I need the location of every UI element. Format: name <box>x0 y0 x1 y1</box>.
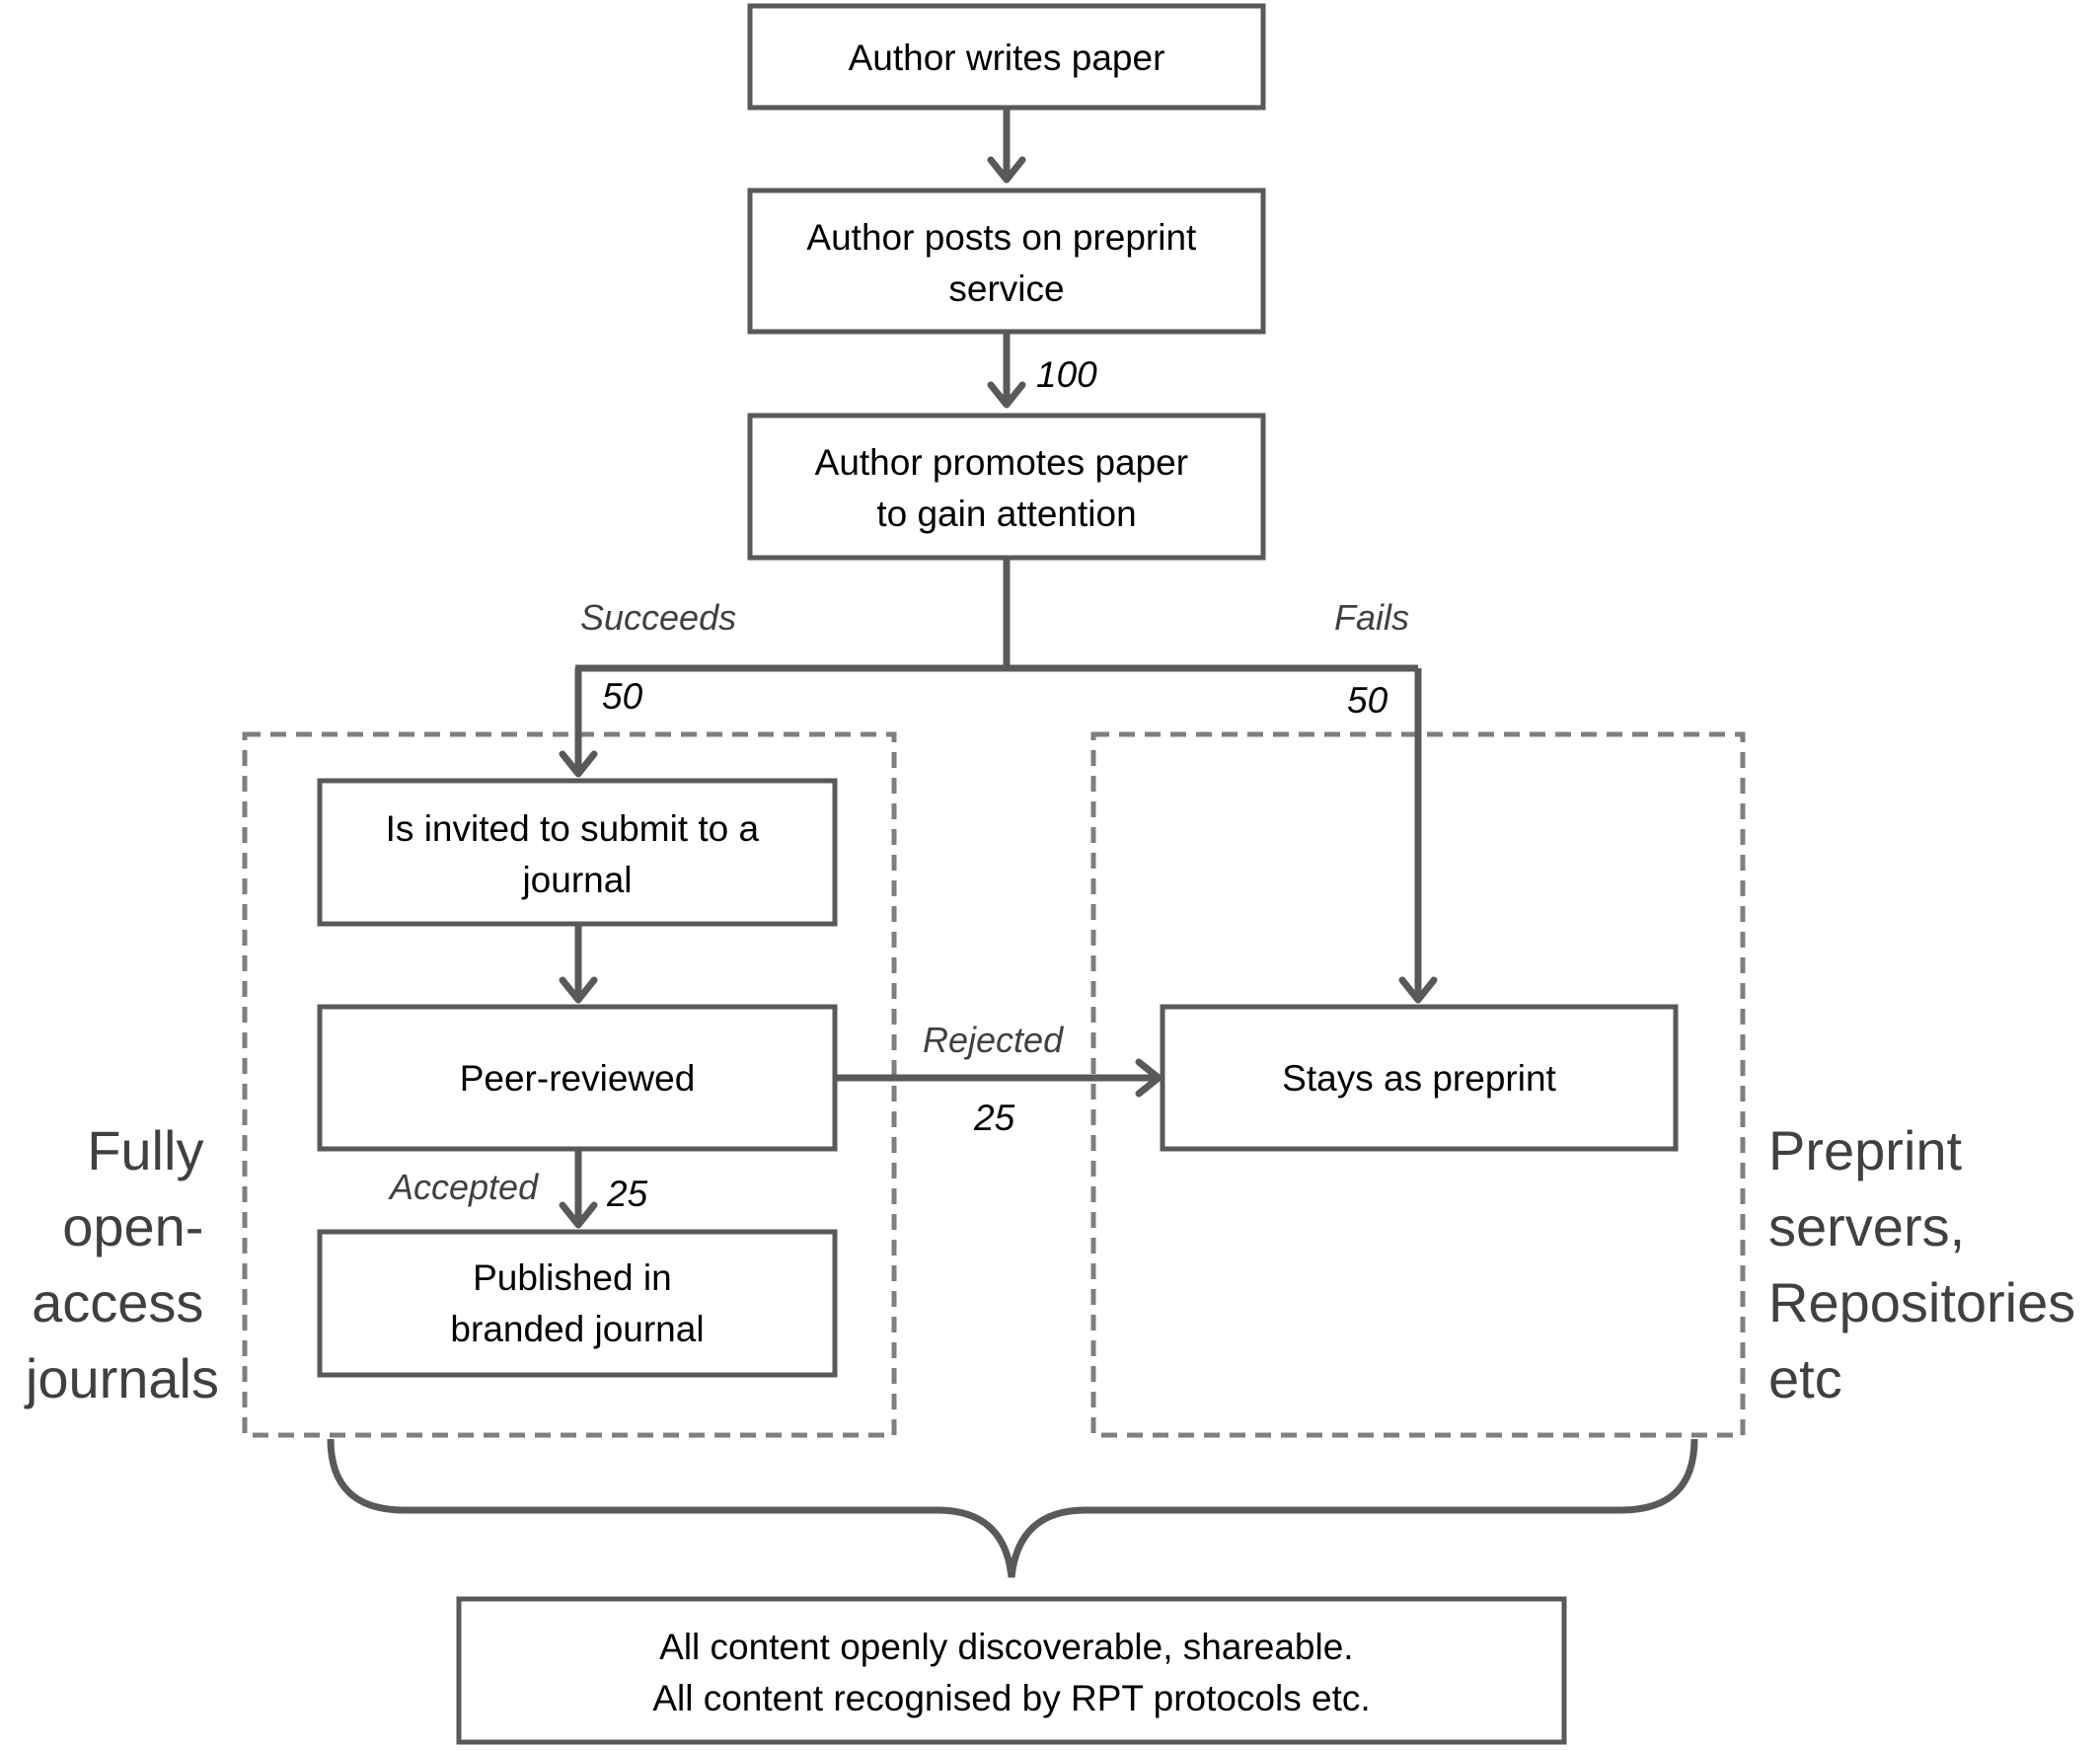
node-stays-box <box>1160 1004 1679 1152</box>
label-25-rejected: 25 <box>973 1098 1015 1138</box>
node-promotes-box <box>747 413 1266 561</box>
arrowhead-posts <box>987 156 1026 184</box>
label-succeeds: Succeeds <box>580 597 736 638</box>
node-posts-box <box>747 188 1266 335</box>
node-invited-box <box>317 778 838 927</box>
label-accepted: Accepted <box>388 1167 539 1207</box>
journals-group-box <box>242 731 897 1438</box>
label-50-left: 50 <box>602 676 643 717</box>
label-25-accepted: 25 <box>606 1174 648 1214</box>
arrowhead-invited <box>559 750 598 778</box>
node-published-box <box>317 1229 838 1378</box>
node-promotes-text: Author promotes paper to gain attention <box>815 442 1199 534</box>
node-invited-text: Is invited to submit to a journal <box>386 808 770 900</box>
node-posts-text: Author posts on preprint service <box>806 217 1206 309</box>
arrowhead-stays <box>1398 976 1438 1004</box>
journals-group-label: Fully open- access journals <box>24 1119 219 1409</box>
arrowhead-peer <box>559 976 598 1004</box>
label-rejected: Rejected <box>923 1020 1064 1060</box>
node-final-text: All content openly discoverable, shareab… <box>652 1627 1370 1718</box>
arrowhead-promotes <box>987 381 1026 409</box>
label-100: 100 <box>1036 354 1097 395</box>
arrowhead-published <box>559 1201 598 1229</box>
arrowhead-rejected <box>1135 1058 1162 1098</box>
label-50-right: 50 <box>1347 680 1388 721</box>
preprints-group-label: Preprint servers, Repositories etc <box>1768 1119 2091 1409</box>
node-stays-text: Stays as preprint <box>1282 1058 1556 1099</box>
node-writes-text: Author writes paper <box>849 38 1165 78</box>
node-peer-box <box>317 1004 838 1152</box>
preprints-group-box <box>1090 731 1746 1438</box>
connectors <box>327 109 1698 1578</box>
curly-brace <box>327 1438 1698 1578</box>
node-final-box <box>456 1596 1567 1745</box>
node-writes-box <box>747 3 1266 111</box>
node-published-text: Published in branded journal <box>450 1257 704 1349</box>
node-peer-text: Peer-reviewed <box>460 1058 696 1099</box>
label-fails: Fails <box>1334 597 1409 638</box>
